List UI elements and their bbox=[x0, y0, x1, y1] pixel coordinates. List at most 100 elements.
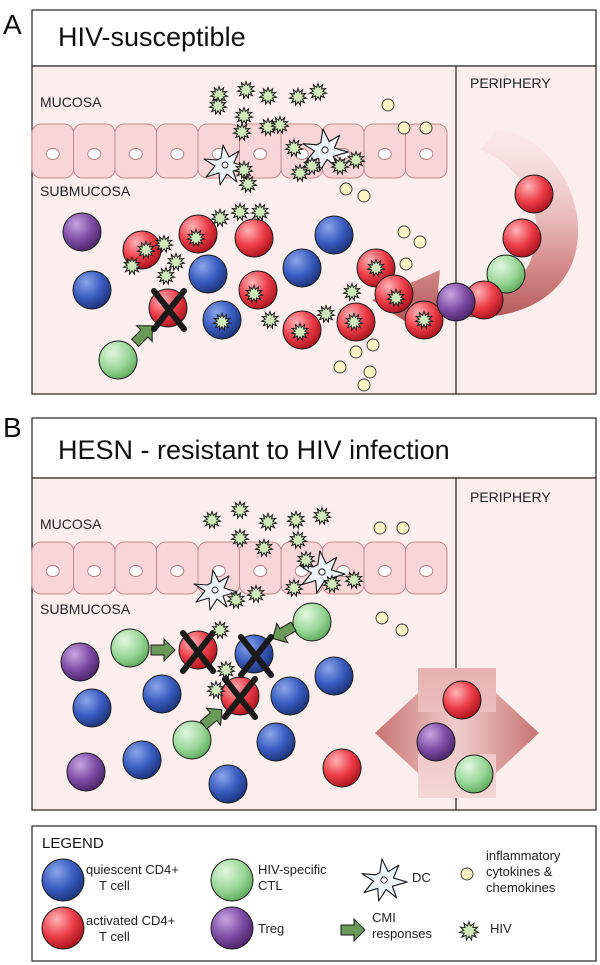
cytokine-icon bbox=[395, 623, 409, 637]
legend-dc: DC bbox=[412, 870, 431, 885]
hiv-virion-icon bbox=[386, 288, 406, 308]
hiv-virion-icon bbox=[250, 202, 270, 222]
panel-a-title-box bbox=[31, 9, 597, 67]
legend-box bbox=[31, 825, 597, 962]
quiescent-cd4-cell bbox=[314, 215, 354, 255]
cytokine-icon bbox=[357, 189, 371, 203]
panel-b-periphery-label: PERIPHERY bbox=[470, 489, 551, 505]
epithelial-nucleus bbox=[377, 565, 392, 577]
hiv-virion-icon bbox=[346, 150, 366, 170]
hiv-virion-icon bbox=[308, 82, 328, 102]
quiescent-cd4-cell bbox=[256, 722, 296, 762]
hiv-virion-icon bbox=[238, 174, 258, 194]
hiv-virion-icon bbox=[254, 538, 274, 558]
hiv-virion-icon bbox=[208, 96, 228, 116]
hiv-virion-icon bbox=[230, 202, 250, 222]
legend-quiescent-line1: quiescent CD4+ bbox=[86, 862, 179, 877]
quiescent-cd4-cell bbox=[72, 270, 112, 310]
panel-a-title: HIV-susceptible bbox=[58, 22, 246, 52]
hiv-virion-icon bbox=[122, 256, 142, 276]
treg-cell bbox=[210, 906, 254, 950]
hiv-virion-icon bbox=[458, 920, 480, 942]
quiescent-cd4-cell bbox=[122, 740, 162, 780]
hiv-virion-icon bbox=[136, 240, 156, 260]
hiv-virion-icon bbox=[344, 312, 364, 332]
hiv-virion-icon bbox=[288, 530, 308, 550]
cytokine-icon bbox=[363, 365, 377, 379]
hiv-virion-icon bbox=[246, 584, 266, 604]
cytokine-icon bbox=[397, 121, 411, 135]
cmi-arrow-icon bbox=[272, 621, 297, 644]
hiv-virion-icon bbox=[284, 578, 304, 598]
hiv-virion-icon bbox=[216, 660, 236, 680]
dendritic-cell-icon bbox=[302, 128, 349, 172]
activated-cd4-cell bbox=[234, 218, 274, 258]
treg-cell bbox=[60, 642, 100, 682]
panel-b: B HESN - resistant to HIV infection MUCO… bbox=[3, 412, 597, 811]
panel-b-submucosa-label: SUBMUCOSA bbox=[40, 601, 131, 617]
hiv-specific-ctl-cell bbox=[210, 858, 254, 902]
hiv-virion-icon bbox=[342, 282, 362, 302]
cytokine-icon bbox=[349, 345, 363, 359]
legend-activated-line1: activated CD4+ bbox=[86, 913, 175, 928]
hiv-specific-ctl-cell bbox=[454, 754, 494, 794]
epithelial-nucleus bbox=[87, 148, 102, 160]
hiv-virion-icon bbox=[288, 87, 308, 107]
hiv-virion-icon bbox=[234, 160, 254, 180]
treg-cell bbox=[416, 722, 456, 762]
legend-quiescent-line2: T cell bbox=[99, 878, 130, 893]
panel-a-cells bbox=[62, 80, 554, 392]
hiv-virion-icon bbox=[322, 574, 342, 594]
hiv-virion-icon bbox=[210, 620, 230, 640]
cmi-arrow-icon bbox=[130, 325, 153, 348]
epithelial-nucleus bbox=[253, 148, 268, 160]
hiv-virion-icon bbox=[166, 252, 186, 272]
hiv-virion-icon bbox=[284, 138, 304, 158]
cmi-arrow-icon bbox=[150, 637, 176, 663]
hiv-specific-ctl-cell bbox=[98, 340, 138, 380]
hiv-virion-icon bbox=[258, 86, 278, 106]
hiv-virion-icon bbox=[316, 304, 336, 324]
panel-b-epithelium bbox=[31, 541, 448, 595]
hiv-virion-icon bbox=[230, 528, 250, 548]
hiv-virion-icon bbox=[330, 156, 350, 176]
hiv-virion-icon bbox=[312, 506, 332, 526]
quiescent-cd4-cell bbox=[188, 254, 228, 294]
activated-cd4-cell bbox=[502, 218, 542, 258]
activated-cd4-cell bbox=[322, 748, 362, 788]
hiv-virion-icon bbox=[270, 115, 290, 135]
hiv-virion-icon bbox=[344, 570, 364, 590]
legend-hiv: HIV bbox=[490, 921, 512, 936]
legend-cmi-line2: responses bbox=[372, 926, 432, 941]
dendritic-cell-icon bbox=[361, 858, 408, 902]
epithelial-nucleus bbox=[45, 148, 60, 160]
hiv-virion-icon bbox=[212, 312, 232, 332]
treg-cell bbox=[66, 752, 106, 792]
hiv-virion-icon bbox=[226, 590, 246, 610]
hiv-specific-ctl-cell bbox=[110, 628, 150, 668]
epithelial-nucleus bbox=[128, 565, 143, 577]
epithelial-nucleus bbox=[170, 148, 185, 160]
epithelial-nucleus bbox=[211, 565, 226, 577]
cytokine-icon bbox=[375, 611, 389, 625]
hiv-virion-icon bbox=[236, 80, 256, 100]
hiv-specific-ctl-cell bbox=[292, 602, 332, 642]
hiv-virion-icon bbox=[290, 322, 310, 342]
killed-cell-cross-icon bbox=[151, 288, 187, 332]
quiescent-cd4-cell bbox=[142, 674, 182, 714]
panel-a-mucosa-label: MUCOSA bbox=[40, 94, 102, 110]
cytokine-icon bbox=[366, 338, 380, 352]
panel-b-cells bbox=[60, 500, 494, 804]
hiv-virion-icon bbox=[186, 228, 206, 248]
panel-b-letter: B bbox=[3, 412, 22, 443]
epithelial-nucleus bbox=[128, 148, 143, 160]
epithelial-nucleus bbox=[419, 148, 434, 160]
cytokine-icon bbox=[373, 521, 387, 535]
activated-cd4-cell bbox=[514, 174, 554, 214]
cytokine-icon bbox=[357, 378, 371, 392]
panel-b-title-box bbox=[31, 417, 597, 479]
cytokine-icon bbox=[339, 182, 353, 196]
hiv-virion-icon bbox=[260, 310, 280, 330]
cmi-arrow-icon bbox=[340, 917, 366, 943]
cmi-arrow-icon bbox=[199, 707, 223, 730]
